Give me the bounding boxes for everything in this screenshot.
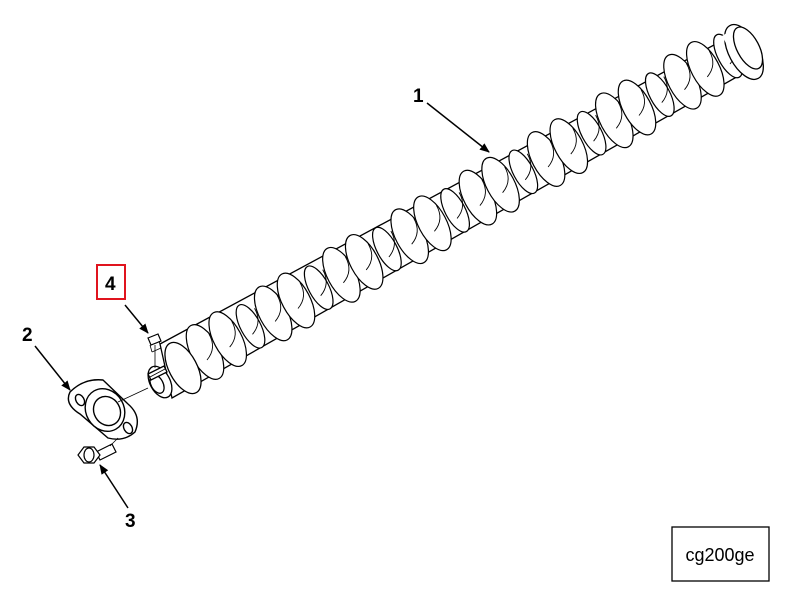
- callout-1: 1: [413, 86, 424, 107]
- cam-lobe-contour: [570, 127, 577, 155]
- cam-lobe-contour: [343, 256, 350, 284]
- cam-lobe-contour: [456, 192, 464, 219]
- cam-lobe-contour: [479, 179, 486, 206]
- cam-lobe-contour: [593, 114, 600, 142]
- cam-lobe-contour: [547, 140, 555, 168]
- cam-lobe: [371, 226, 402, 272]
- callout-2-arrow: [34, 345, 71, 391]
- cam-lobe: [644, 72, 675, 117]
- callout-4-arrow: [124, 304, 149, 334]
- bolt: [77, 443, 117, 464]
- assembly-axis-line: [117, 387, 149, 403]
- cam-lobe-contour: [411, 217, 418, 245]
- cam-lobes: [185, 33, 743, 380]
- cam-lobe-contour: [297, 282, 304, 309]
- cam-lobe: [617, 79, 657, 136]
- reference-code-box: [671, 526, 770, 582]
- cam-lobe-contour: [434, 205, 441, 232]
- cam-lobe: [276, 272, 316, 329]
- cam-lobe-contour: [502, 166, 509, 193]
- cam-lobe-contour: [661, 76, 668, 103]
- cam-lobe: [508, 149, 539, 195]
- cam-lobe: [549, 118, 589, 174]
- callout-1-arrow: [426, 102, 490, 153]
- cam-lobe: [303, 265, 334, 311]
- callout-4: 4: [105, 274, 116, 295]
- cam-lobe-contour: [229, 320, 236, 348]
- cam-lobe-contour: [524, 153, 532, 181]
- cam-lobe-contour: [252, 308, 259, 335]
- thrust-plate: [67, 379, 138, 440]
- cam-lobe-contour: [684, 63, 691, 90]
- callout-4-highlight-box: [96, 264, 126, 300]
- cam-lobe-contour: [274, 295, 282, 322]
- cam-lobe: [413, 195, 452, 252]
- camshaft: [147, 23, 764, 399]
- cam-lobe: [344, 234, 384, 290]
- cam-lobe-contour: [638, 89, 645, 116]
- camshaft-front-journal: [164, 341, 202, 395]
- callout-3: 3: [125, 511, 136, 532]
- cam-lobe: [481, 156, 520, 213]
- cam-lobe: [235, 303, 266, 349]
- cam-lobe: [685, 41, 725, 97]
- cam-lobe-contour: [320, 269, 327, 296]
- reference-code: cg200ge: [685, 545, 754, 565]
- bolt-axis-line: [109, 437, 119, 447]
- cam-lobe-contour: [615, 102, 623, 129]
- cam-lobe-contour: [388, 230, 395, 258]
- cam-lobe: [440, 188, 471, 233]
- cam-lobe: [208, 311, 248, 367]
- cam-lobe: [576, 110, 607, 156]
- callout-2: 2: [22, 325, 33, 346]
- cam-lobe-contour: [206, 333, 213, 361]
- callout-3-arrow: [99, 464, 129, 509]
- cam-lobe-contour: [706, 50, 714, 78]
- cam-lobe-contour: [365, 243, 373, 271]
- woodruff-key: [147, 333, 162, 353]
